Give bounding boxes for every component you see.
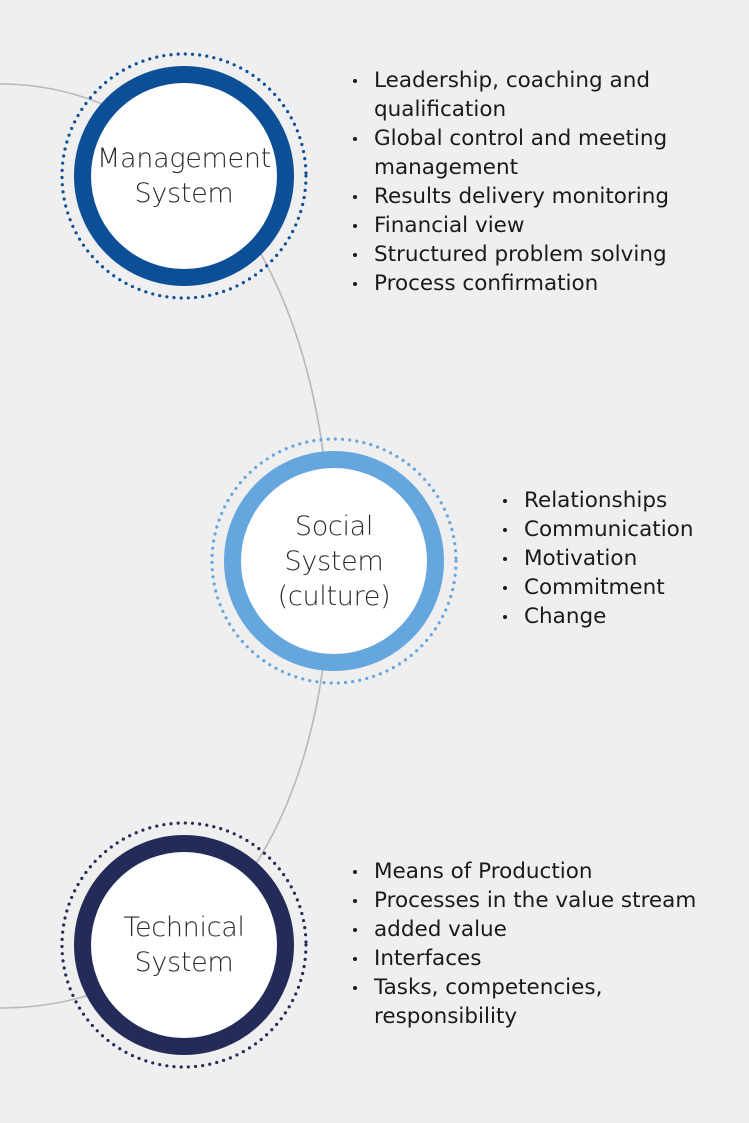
list-item: added value	[350, 915, 740, 944]
list-item: Motivation	[500, 544, 740, 573]
social-title-line-1: Social	[294, 510, 374, 542]
social-system-title: Social System (culture)	[234, 506, 434, 616]
list-item: Change	[500, 602, 740, 631]
management-dotted-ring	[60, 52, 308, 300]
list-item: Financial view	[350, 211, 690, 240]
technical-system-title: Technical System	[84, 895, 284, 995]
technical-item-list: Means of Production Processes in the val…	[350, 857, 740, 1031]
management-system-title: Management System	[84, 126, 284, 226]
list-item: Tasks, competencies, responsibility	[350, 973, 634, 1031]
technical-node	[60, 821, 308, 1069]
social-title-line-2: System	[284, 545, 384, 577]
social-node	[210, 437, 458, 685]
list-item: Communication	[500, 515, 740, 544]
list-item: Structured problem solving	[350, 240, 690, 269]
list-item: Interfaces	[350, 944, 740, 973]
social-title-line-3: (culture)	[277, 580, 391, 612]
management-title-line-1: Management	[97, 143, 271, 174]
list-item: Results delivery monitoring	[350, 182, 690, 211]
list-item: Leadership, coaching and qualification	[350, 66, 674, 124]
management-ring	[74, 66, 294, 286]
technical-ring	[74, 835, 294, 1055]
list-item: Means of Production	[350, 857, 740, 886]
list-item: Processes in the value stream	[350, 886, 740, 915]
social-ring	[224, 451, 444, 671]
social-dotted-ring	[210, 437, 458, 685]
technical-title-line-2: System	[134, 947, 234, 978]
list-item: Global control and meeting management	[350, 124, 684, 182]
list-item: Process confirmation	[350, 269, 690, 298]
management-title-line-2: System	[134, 178, 234, 209]
list-item: Commitment	[500, 573, 740, 602]
technical-title-line-1: Technical	[123, 912, 245, 943]
management-node	[60, 52, 308, 300]
technical-dotted-ring	[60, 821, 308, 1069]
management-item-list: Leadership, coaching and qualification G…	[350, 66, 690, 298]
social-item-list: Relationships Communication Motivation C…	[500, 486, 740, 631]
list-item: Relationships	[500, 486, 740, 515]
